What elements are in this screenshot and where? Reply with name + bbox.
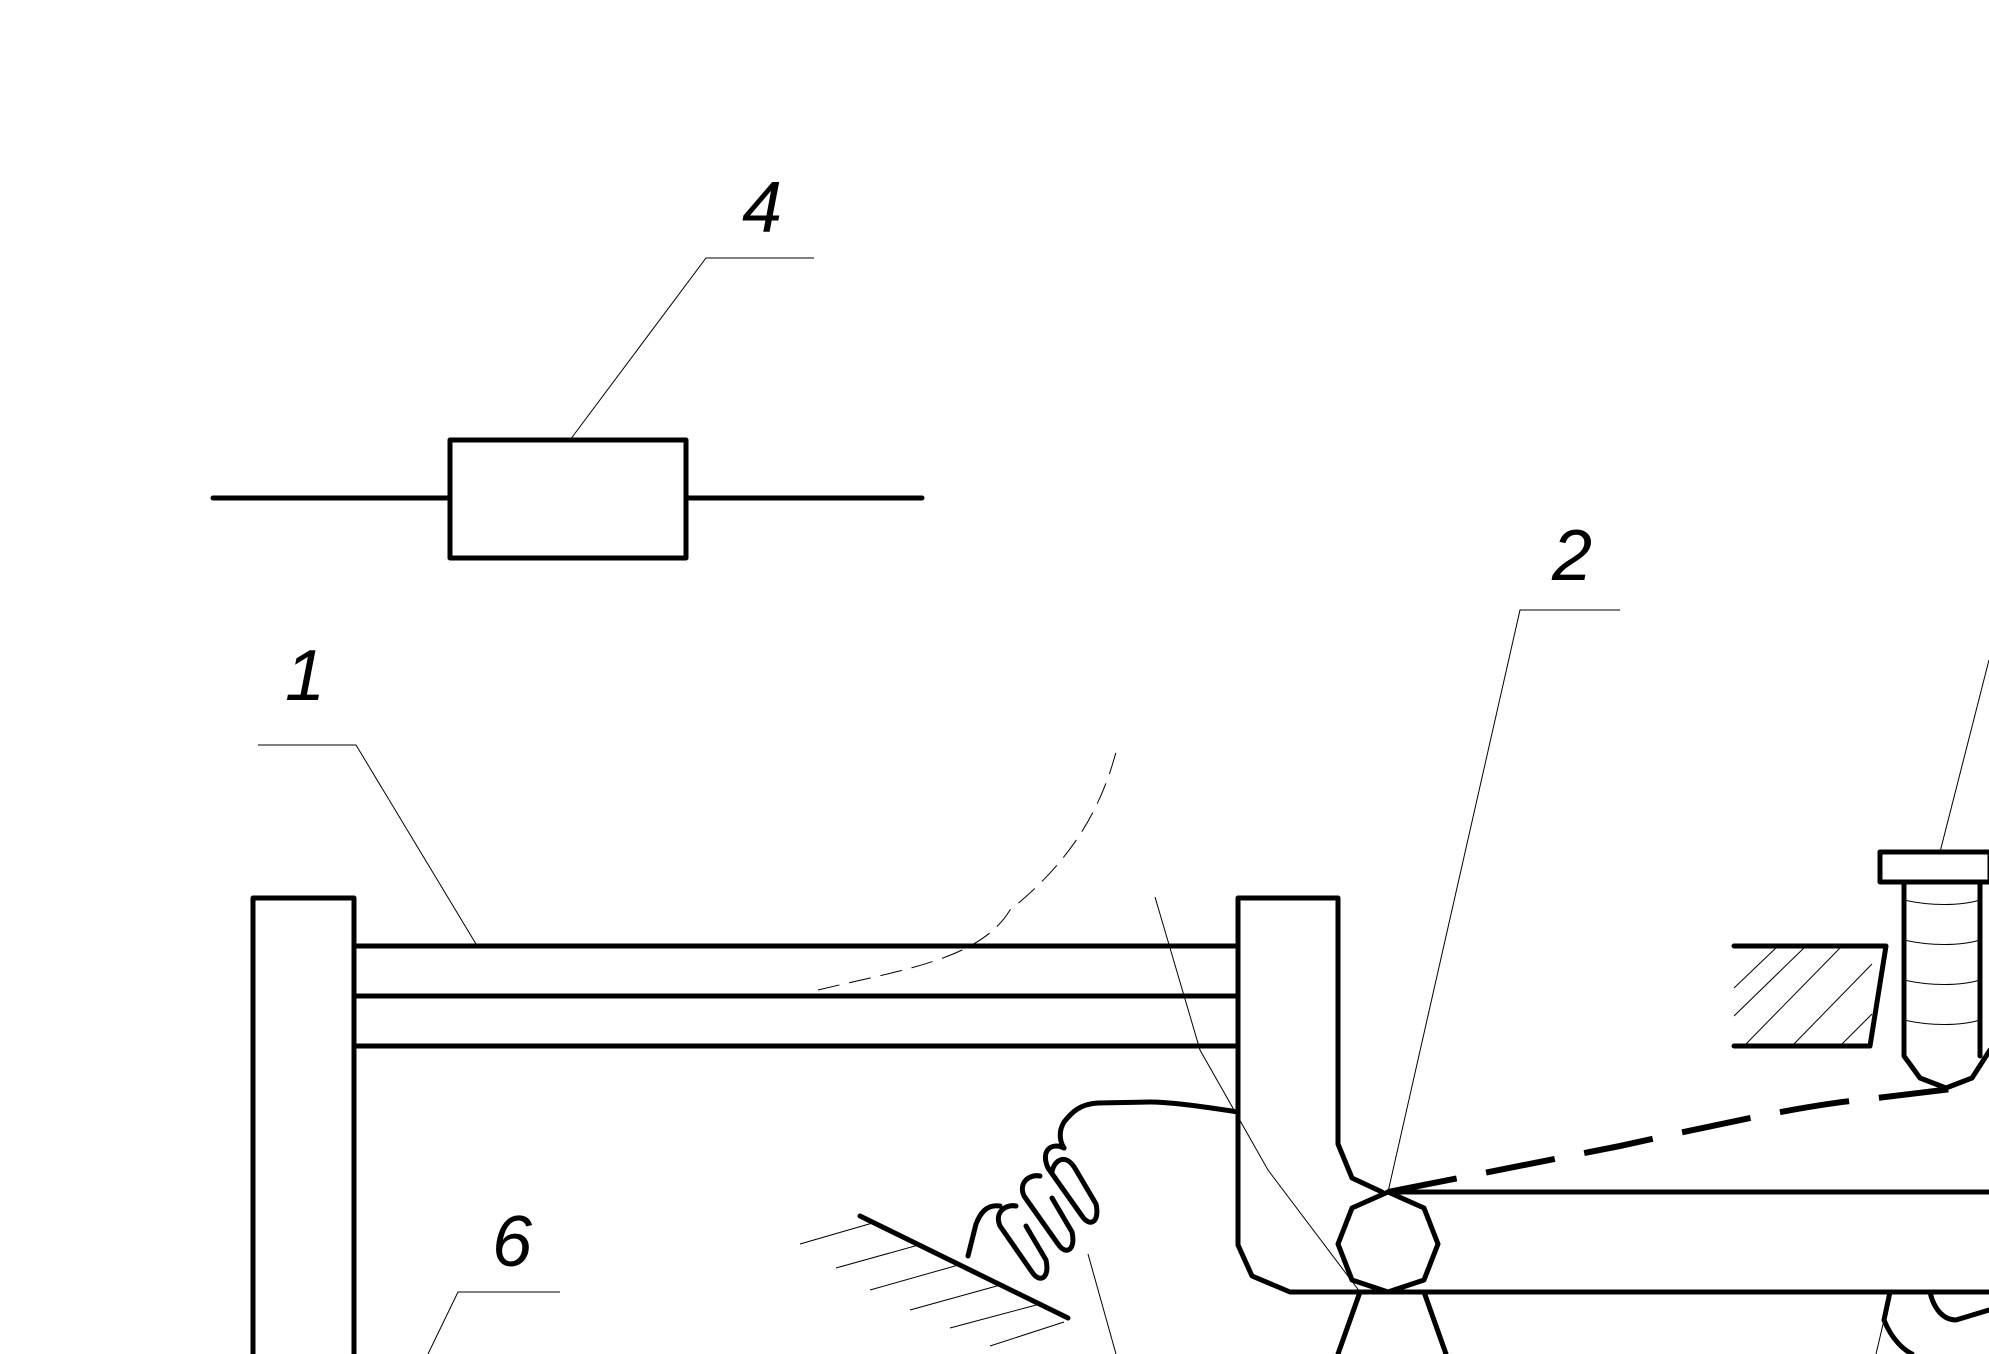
left-post — [250, 895, 357, 1354]
swing-arc — [817, 743, 1119, 991]
wire — [1057, 1099, 1241, 1151]
label-6: 6 — [492, 1202, 533, 1282]
leader-6 — [427, 1291, 560, 1354]
rails — [351, 943, 1241, 1049]
trajectory-line — [1387, 1085, 1961, 1195]
leader-2 — [1387, 609, 1620, 1193]
leader-4 — [569, 257, 814, 441]
leader-bolt — [1939, 659, 1989, 853]
bolt — [1877, 849, 1989, 1091]
clamp-block — [1731, 943, 1889, 1049]
label-2: 2 — [1551, 516, 1592, 596]
pivot-joint — [1335, 1189, 1449, 1354]
right-post — [1235, 895, 1989, 1295]
leader-1 — [258, 744, 477, 945]
reference-line — [1154, 896, 1361, 1293]
coil-spring — [965, 1143, 1100, 1281]
label-1: 1 — [285, 636, 325, 716]
inclined-support — [799, 1213, 1071, 1347]
label-4: 4 — [742, 168, 782, 248]
leader-spring — [1087, 1253, 1117, 1354]
bottom-right-fragment — [1875, 1289, 1989, 1354]
resistor-symbol — [210, 437, 925, 561]
